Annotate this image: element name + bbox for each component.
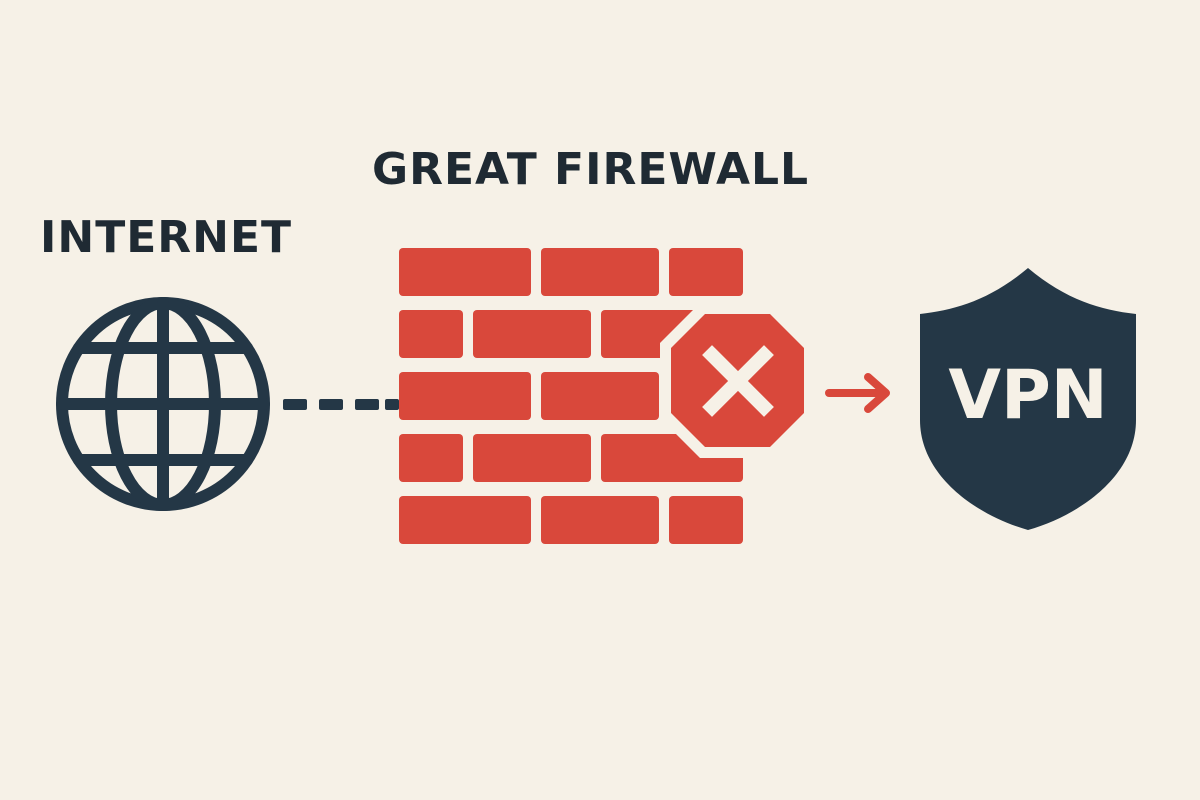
brick [399, 310, 463, 358]
brick [541, 372, 659, 420]
shield-body [920, 268, 1136, 530]
shield-icon: VPN [920, 268, 1136, 530]
brick [541, 496, 659, 544]
dash-segment [385, 399, 399, 410]
x-mark [702, 345, 774, 417]
dash-segment [283, 399, 307, 410]
dashed-connector [283, 399, 399, 410]
dash-segment [319, 399, 343, 410]
brick [399, 248, 531, 296]
brick [399, 434, 463, 482]
x-octagon-icon [660, 303, 815, 458]
brick [669, 248, 743, 296]
brick [541, 248, 659, 296]
brick [399, 496, 531, 544]
brick [473, 434, 591, 482]
firewall-label: GREAT FIREWALL [372, 144, 810, 195]
globe-icon [56, 297, 270, 511]
brick [399, 372, 531, 420]
arrow-right-icon [825, 373, 890, 413]
internet-label: INTERNET [40, 212, 293, 263]
brick [669, 496, 743, 544]
brick [473, 310, 591, 358]
dash-segment [355, 399, 379, 410]
vpn-label: VPN [948, 356, 1107, 435]
